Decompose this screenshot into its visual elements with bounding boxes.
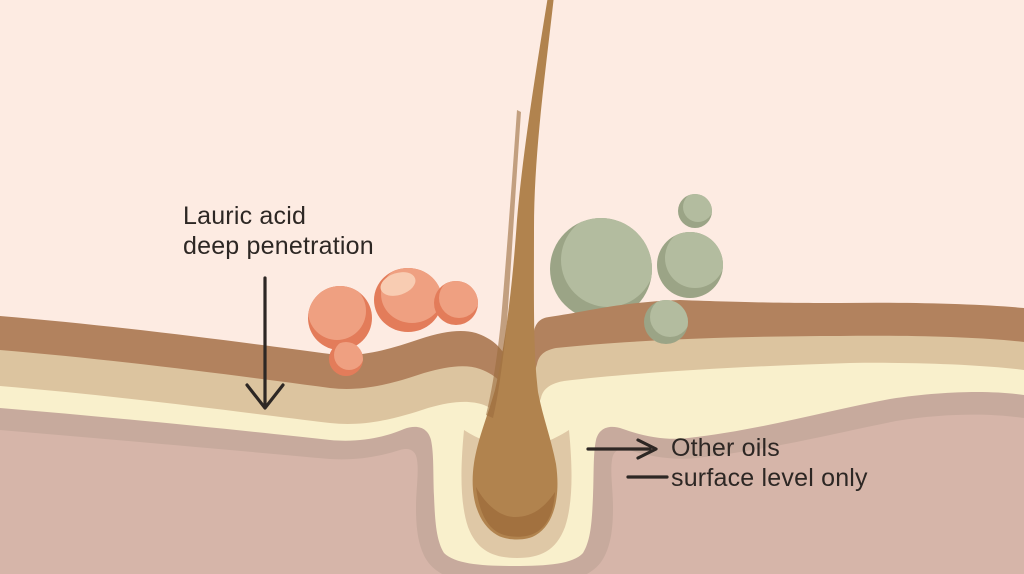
deep-penetration-arrow	[245, 276, 285, 410]
dermis-layer	[0, 414, 1024, 574]
lauric-acid-label-line2: deep penetration	[183, 232, 374, 260]
down-arrow-head	[245, 383, 285, 410]
other-oils-label: Other oils surface level only	[671, 433, 868, 493]
surface-droplets-front	[329, 300, 688, 376]
other-oils-arrow	[586, 438, 669, 479]
hair-bulb-shade	[476, 487, 555, 537]
oil-droplet-green-surface-light	[650, 300, 688, 337]
lauric-acid-label-line1: Lauric acid	[183, 202, 307, 230]
oil-droplet-salmon-c-light	[439, 281, 478, 318]
other-oil-droplets	[550, 194, 723, 320]
other-oils-label-line2: surface level only	[671, 464, 868, 492]
lauric-acid-droplets	[308, 268, 478, 350]
lauric-acid-label: Lauric acid deep penetration	[183, 201, 374, 261]
oil-droplet-salmon-b-highlight	[380, 272, 416, 296]
oil-droplet-green-small-light	[683, 194, 712, 222]
oil-droplet-salmon-d-light	[334, 342, 363, 370]
right-arrow-head	[636, 438, 658, 460]
annotation-arrows	[245, 276, 669, 479]
hair-shaft-shadow-edge	[486, 110, 521, 418]
oil-droplet-salmon-a-light	[308, 286, 366, 340]
oil-droplet-green-medium-light	[665, 232, 723, 288]
oil-droplet-green-large-light	[561, 218, 652, 307]
other-oils-label-line1: Other oils	[671, 434, 780, 462]
